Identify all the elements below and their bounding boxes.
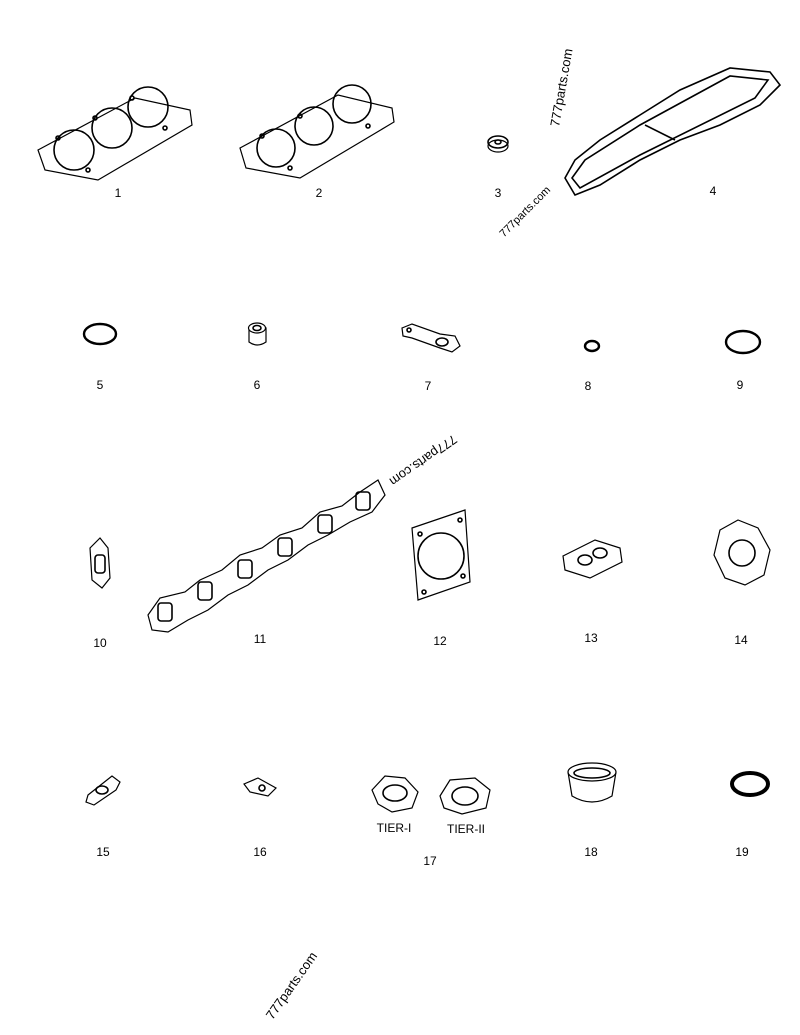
part-8-drawing: [583, 339, 601, 353]
part-label-13: 13: [584, 631, 598, 645]
part-5-drawing: [82, 322, 118, 346]
part-13-drawing: [562, 539, 623, 579]
part-9-drawing: [724, 329, 762, 355]
part-label-5: 5: [96, 378, 104, 392]
part-label-2: 2: [315, 186, 323, 200]
part-label-10: 10: [93, 636, 107, 650]
part-12-drawing: [411, 509, 471, 601]
part-1-drawing: [37, 86, 193, 181]
part-2-drawing: [239, 84, 395, 179]
part-label-8: 8: [584, 379, 592, 393]
part-label-4: 4: [709, 184, 717, 198]
part-3-drawing: [487, 135, 509, 153]
part-6-drawing: [247, 322, 267, 346]
part-label-17: 17: [423, 854, 437, 868]
part-15-drawing: [85, 775, 121, 806]
part-label-7: 7: [424, 379, 432, 393]
part-label-11: 11: [253, 632, 267, 646]
part-18-drawing: [567, 762, 617, 803]
part-label-15: 15: [96, 845, 110, 859]
variant-label-tier2: TIER-II: [447, 822, 485, 836]
part-label-16: 16: [253, 845, 267, 859]
part-16-drawing: [243, 777, 277, 797]
part-label-18: 18: [584, 845, 598, 859]
part-label-9: 9: [736, 378, 744, 392]
part-label-14: 14: [734, 633, 748, 647]
part-19-drawing: [730, 771, 770, 797]
part-label-19: 19: [735, 845, 749, 859]
part-4-drawing: [564, 67, 782, 196]
part-11-drawing: [147, 479, 386, 633]
variant-label-tier1: TIER-I: [376, 821, 412, 835]
part-label-6: 6: [253, 378, 261, 392]
part-label-1: 1: [114, 186, 122, 200]
part-7-drawing: [401, 323, 461, 353]
part-label-3: 3: [494, 186, 502, 200]
part-14-drawing: [713, 519, 771, 586]
part-10-drawing: [89, 537, 111, 589]
part-17-drawing: [371, 775, 491, 815]
part-label-12: 12: [433, 634, 447, 648]
